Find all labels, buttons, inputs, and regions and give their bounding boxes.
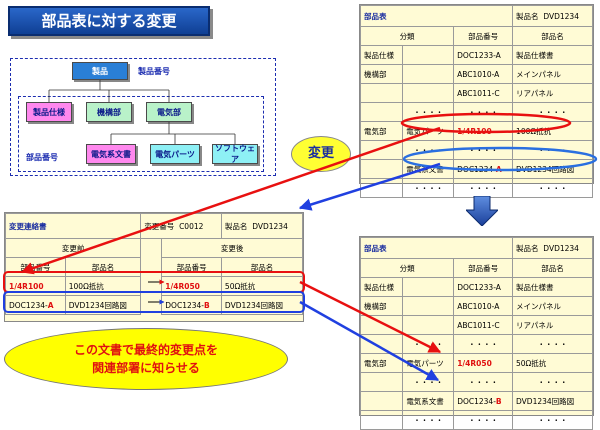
bom-before-header-category: 分類 [359,26,455,46]
bom-before-product-label: 製品名 [516,11,539,21]
change-bubble: 変更 [291,136,351,172]
bom-before-title: 部品表 [359,5,513,27]
table-row: 1/4R100 100Ω抵抗 1/4R050 50Ω抵抗 [5,276,304,296]
col-after-number: 部品番号 [161,257,222,277]
header-before: 変更前 [4,238,142,258]
change-notice-product: 製品名 DVD1234 [220,213,304,239]
label-product-number: 製品番号 [138,67,170,76]
table-row: ・・・・・・・・・・・・ [359,334,593,354]
node-electrical-parts: 電気パーツ [150,144,200,164]
change-notice: 変更連絡書 変更番号 C0012 製品名 DVD1234 変更前 変更後 部品番… [4,212,304,322]
table-row: ・・・・・・・・・・・・ [359,140,593,160]
page-title: 部品表に対する変更 [8,6,210,36]
table-row: DOC1234-A DVD1234回路図 DOC1234-B DVD1234回路… [5,295,304,315]
bom-before-changed-part: 1/4R100 [453,121,514,141]
node-electrical: 電気部 [146,102,192,122]
bom-before-product-value: DVD1234 [543,11,579,21]
node-product: 製品 [72,62,128,80]
node-software: ソフトウェア [212,144,258,164]
bom-after-header-part-name: 部品名 [512,258,593,278]
table-row: ・・・・・・・・・・・・ [359,372,593,392]
table-row: ・・・・・・・・・・・・ [359,102,593,122]
change-number: 変更番号 C0012 [140,213,222,239]
header-after: 変更後 [161,238,303,258]
node-product-spec: 製品仕様 [26,102,72,122]
change-notice-title: 変更連絡書 [4,213,142,239]
bom-after-header-category: 分類 [359,258,455,278]
col-before-name: 部品名 [64,257,142,277]
bom-after-product-value: DVD1234 [543,243,579,253]
notify-departments-bubble: この文書で最終的変更点を 関連部署に知らせる [4,328,288,390]
col-before-number: 部品番号 [5,257,66,277]
label-part-number: 部品番号 [26,153,58,162]
bom-after-changed-part: 1/4R050 [453,353,514,373]
down-arrow-icon [466,196,498,226]
node-electrical-docs: 電気系文書 [86,144,136,164]
bom-after-header-part-number: 部品番号 [453,258,514,278]
node-mechanism: 機構部 [86,102,132,122]
bom-after-product-label: 製品名 [516,243,539,253]
bom-before-header-part-name: 部品名 [512,26,593,46]
bom-before-changed-doc: DOC1234-A [453,159,514,179]
bom-before-header-part-number: 部品番号 [453,26,514,46]
table-row: ・・・・・・・・・・・・ [359,410,593,430]
bom-after-title: 部品表 [359,237,513,259]
table-row: ・・・・・・・・・・・・ [359,178,593,198]
bom-after-changed-doc: DOC1234-B [453,391,514,411]
col-after-name: 部品名 [220,257,304,277]
